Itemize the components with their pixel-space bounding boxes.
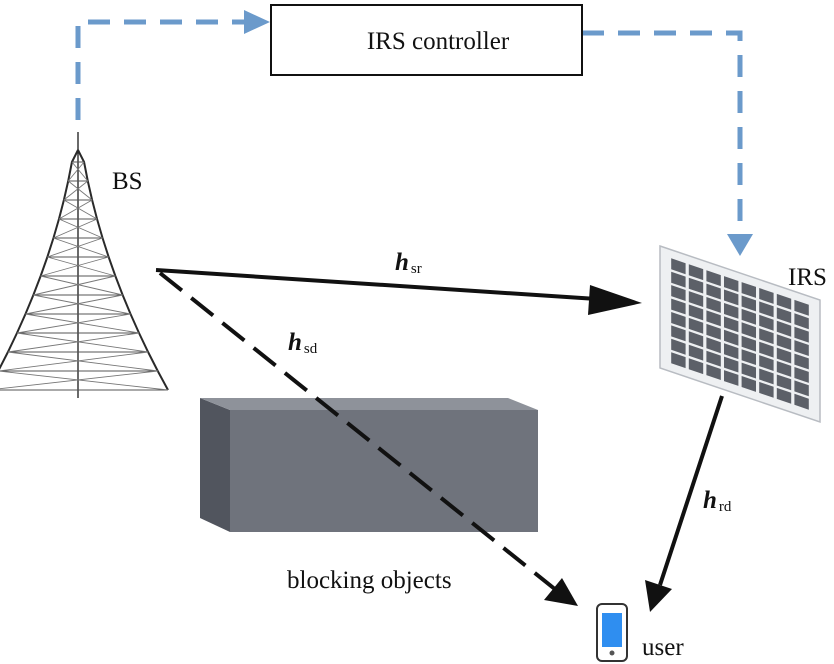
irs-element — [741, 308, 756, 325]
irs-element — [671, 352, 686, 369]
irs-element — [724, 329, 739, 346]
irs-controller-label: IRS controller — [367, 28, 510, 55]
irs-element — [776, 387, 792, 404]
control-links — [75, 19, 743, 236]
irs-element — [794, 299, 809, 316]
irs-element — [688, 317, 704, 334]
irs-element — [671, 325, 686, 342]
irs-element — [724, 289, 739, 306]
irs-element — [688, 304, 704, 321]
irs-element — [671, 312, 686, 328]
irs-element — [741, 322, 756, 339]
irs-element — [706, 310, 721, 327]
irs-element — [688, 277, 704, 294]
irs-element — [724, 343, 739, 360]
irs-element — [776, 361, 792, 377]
irs-element — [741, 335, 756, 352]
hsr-link — [155, 268, 613, 302]
smartphone-icon — [596, 603, 628, 662]
irs-element — [759, 381, 774, 398]
irs-element — [671, 298, 686, 315]
irs-element — [688, 331, 704, 348]
irs-element — [776, 334, 792, 351]
channel-links — [155, 268, 724, 612]
irs-element — [706, 350, 721, 367]
blocking-objects-label: blocking objects — [287, 567, 452, 594]
irs-element — [724, 316, 739, 333]
irs-controller-box: IRS controller — [270, 4, 583, 76]
hsd-arrowhead — [544, 578, 578, 606]
irs-element — [741, 282, 756, 298]
irs-element — [759, 301, 774, 318]
irs-element — [706, 364, 721, 380]
hrd-link — [658, 395, 724, 586]
irs-element — [759, 368, 774, 385]
irs-element — [688, 358, 704, 375]
irs-element — [741, 349, 756, 365]
irs-element — [724, 276, 739, 292]
irs-element — [776, 307, 792, 324]
bs-to-controller-link — [75, 19, 252, 120]
blocking-object — [200, 398, 538, 532]
controller-to-irs-link — [582, 30, 743, 236]
irs-element — [776, 347, 792, 364]
irs-element — [671, 338, 686, 355]
irs-element — [688, 344, 704, 361]
hsd-link — [158, 271, 558, 592]
irs-element — [759, 288, 774, 304]
irs-element — [776, 293, 792, 310]
irs-element — [759, 355, 774, 371]
irs-element — [759, 341, 774, 358]
tower-icon — [0, 132, 169, 398]
irs-element — [794, 313, 809, 330]
irs-element — [706, 283, 721, 300]
irs-element — [671, 271, 686, 288]
irs-element — [706, 270, 721, 287]
irs-element — [706, 323, 721, 340]
irs-label: IRS — [788, 264, 827, 291]
irs-element — [794, 367, 809, 383]
irs-element — [724, 303, 739, 319]
irs-element — [724, 356, 739, 373]
hrd-arrowhead — [645, 580, 672, 612]
irs-panel-icon — [659, 244, 821, 424]
irs-element — [794, 326, 809, 343]
irs-element — [741, 376, 756, 392]
irs-element — [794, 380, 809, 397]
irs-element — [794, 340, 809, 356]
irs-element — [759, 314, 774, 331]
bs-to-controller-arrowhead — [244, 10, 270, 34]
bs-label: BS — [112, 168, 143, 195]
irs-element — [794, 353, 809, 370]
irs-element — [688, 264, 704, 281]
irs-element — [741, 362, 756, 379]
controller-to-irs-arrowhead — [727, 234, 753, 256]
irs-element — [759, 328, 774, 345]
irs-element — [671, 285, 686, 301]
irs-element — [776, 374, 792, 391]
irs-element — [794, 393, 809, 410]
irs-element — [688, 291, 704, 307]
irs-element — [706, 297, 721, 313]
irs-element — [706, 337, 721, 354]
irs-element — [671, 258, 686, 275]
irs-element — [741, 295, 756, 312]
hsr-arrowhead — [588, 285, 642, 315]
irs-element — [776, 320, 792, 337]
irs-element — [724, 370, 739, 386]
user-label: user — [642, 634, 684, 661]
